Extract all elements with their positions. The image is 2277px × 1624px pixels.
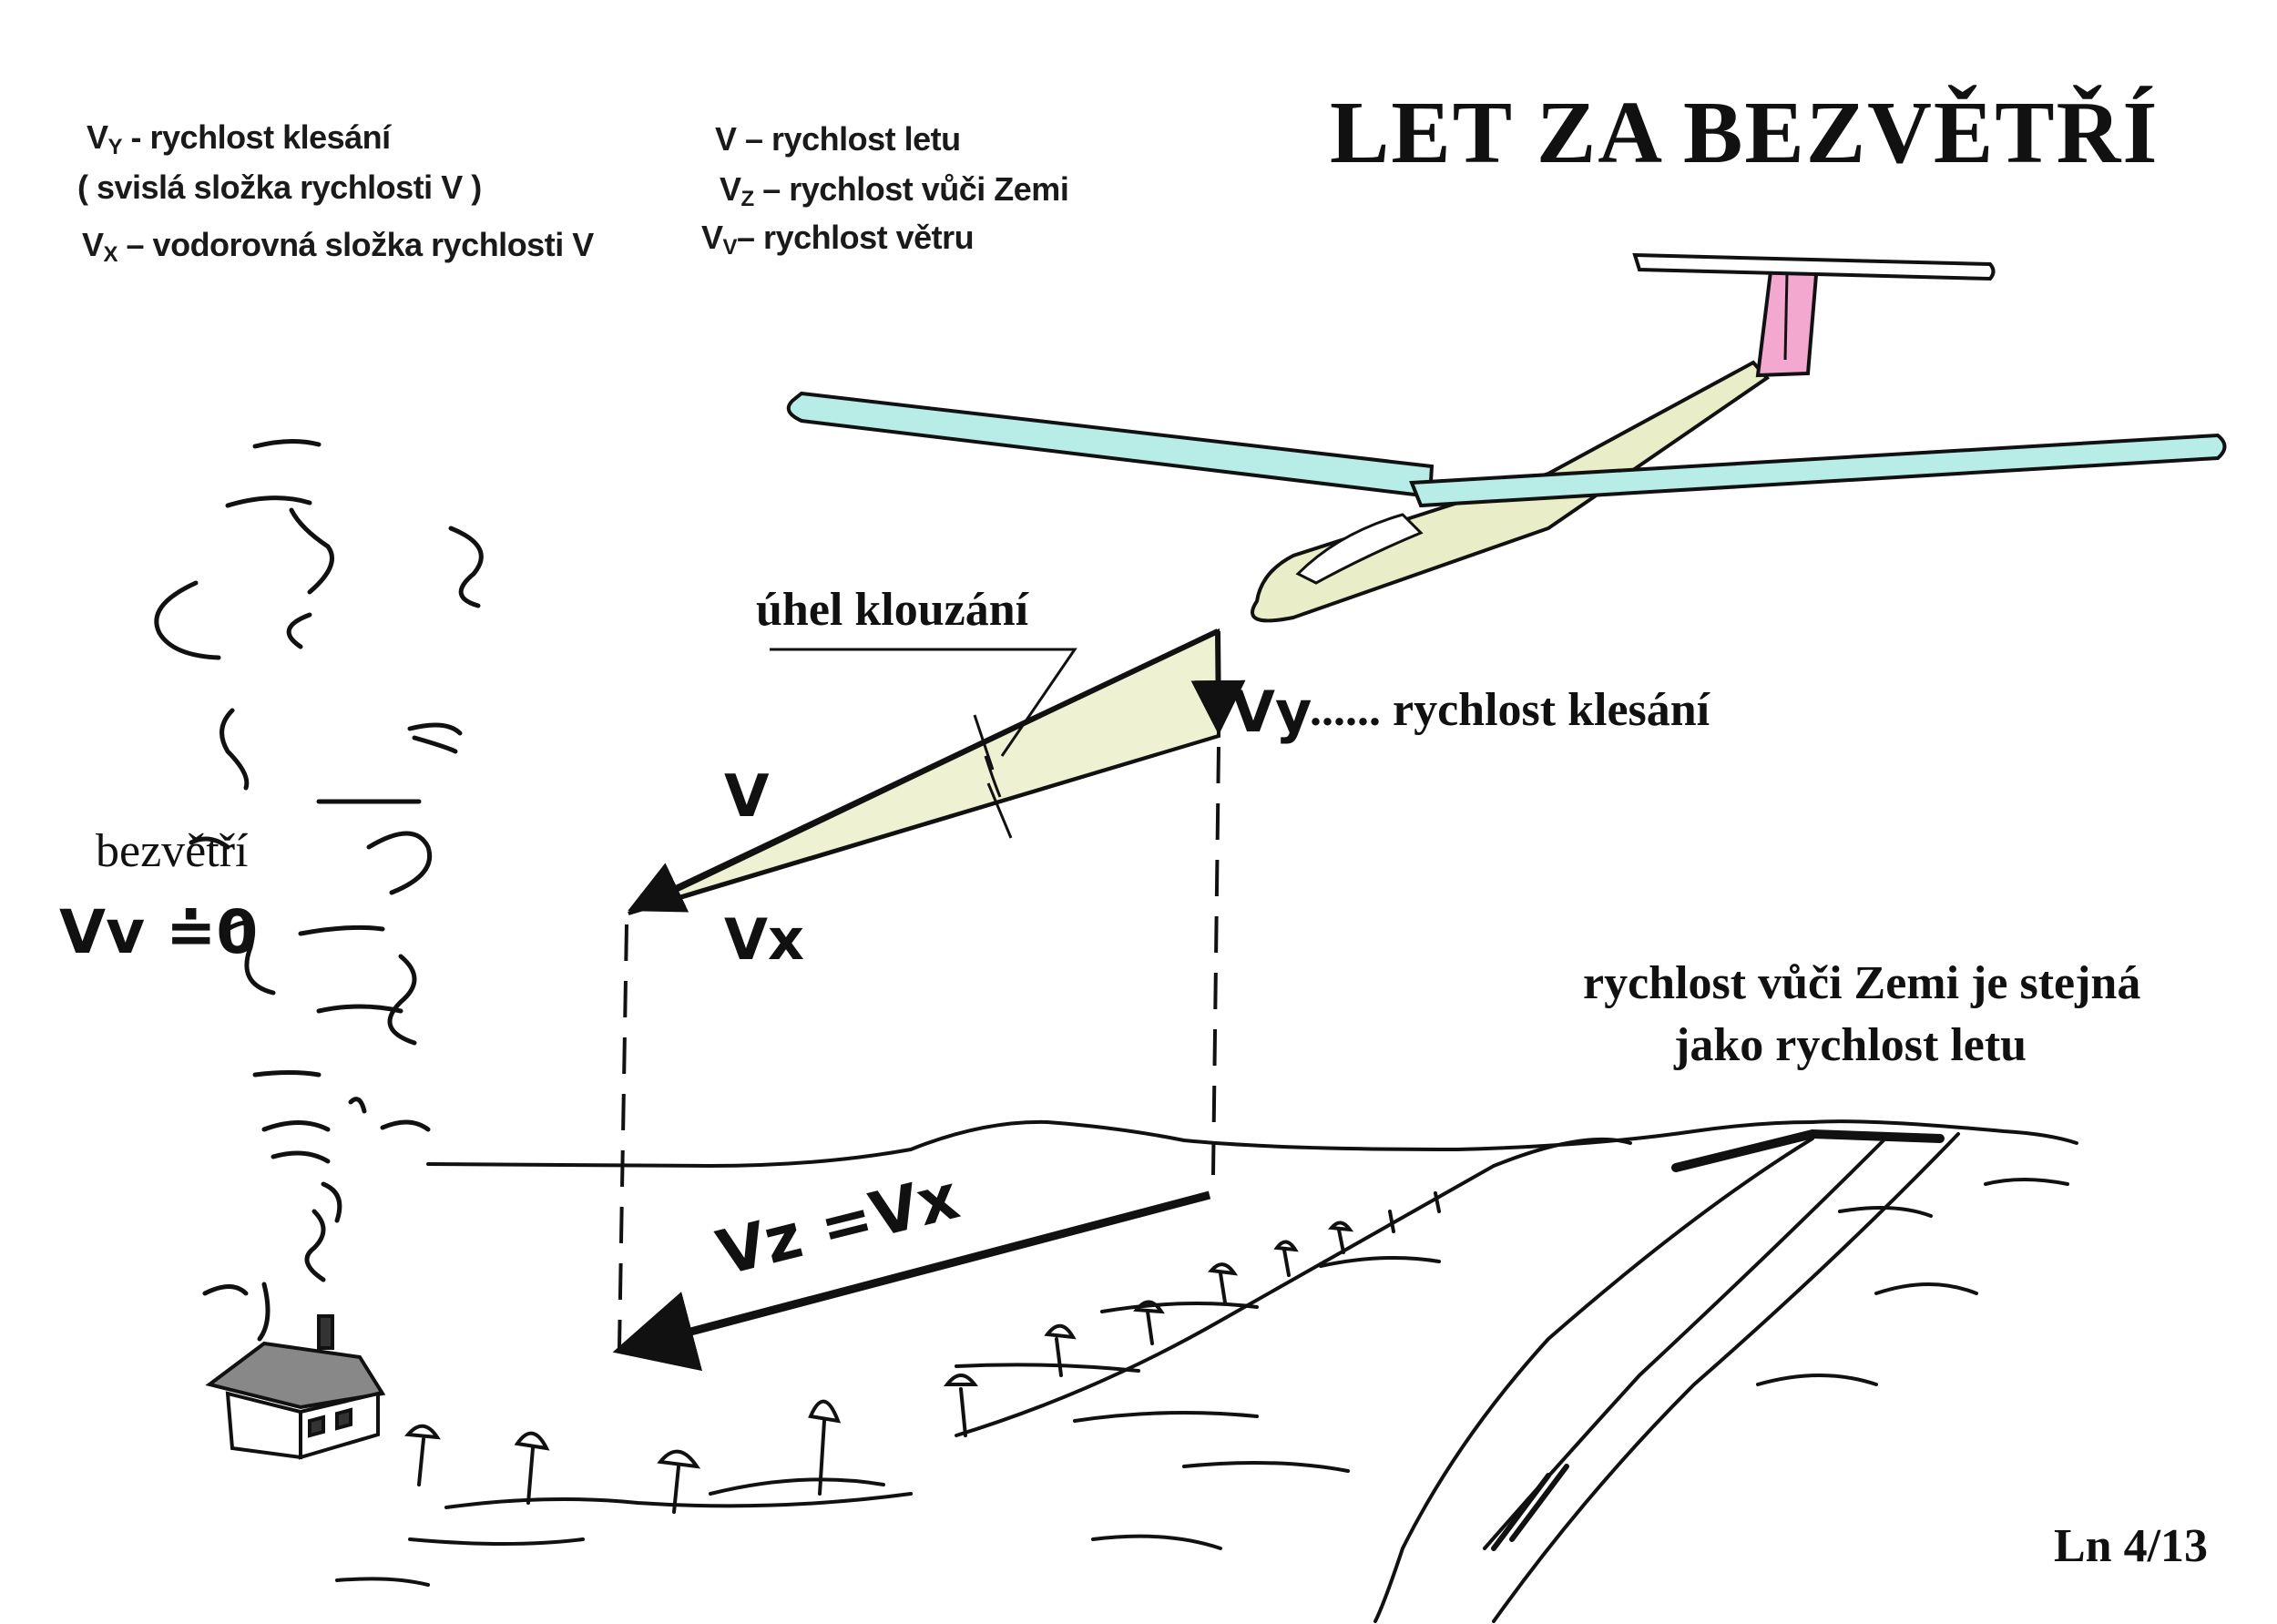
legend-v: V – rychlost letu — [715, 120, 961, 158]
glider-fin-hinge — [1783, 272, 1789, 361]
field-furrow-14 — [335, 1577, 430, 1587]
landscape — [335, 1119, 2078, 1623]
house — [205, 1314, 386, 1460]
vv-zero-label: Vv ≐0 — [59, 897, 259, 967]
angle-arc — [984, 755, 1002, 798]
legend-v-symbol: V — [715, 120, 737, 158]
field-furrow-3 — [709, 1477, 885, 1496]
field-furrow-10 — [1874, 1282, 1978, 1295]
field-furrow-9 — [1838, 1206, 1933, 1218]
field-furrow-4 — [1073, 1411, 1259, 1423]
horizon-line — [426, 1119, 1814, 1169]
legend-vv: VV– rychlost větru — [701, 219, 975, 260]
house-roof — [205, 1341, 386, 1410]
field-furrow-13 — [1091, 1534, 1222, 1550]
vx-vector — [632, 734, 1220, 913]
legend-vv-sub: V — [722, 235, 738, 260]
legend-vy-sub: Y — [107, 135, 123, 159]
page-title: LET ZA BEZVĚTŘÍ — [1330, 84, 2160, 182]
calm-air-smoke — [154, 438, 484, 1342]
angle-leader-line — [770, 648, 1077, 757]
legend-vx-symbol: V — [82, 226, 104, 263]
legend-vz: VZ – rychlost vůči Zemi — [720, 170, 1069, 212]
glider-canopy — [1295, 513, 1424, 585]
projection-left — [618, 924, 628, 1349]
glider — [786, 252, 2227, 623]
vz-vector — [612, 1190, 1211, 1372]
house-window-2 — [335, 1407, 352, 1431]
road-left-edge — [1373, 1137, 1814, 1623]
legend-vy-note: ( svislá složka rychlosti V ) — [77, 169, 482, 207]
legend-vy-text: - rychlost klesání — [122, 118, 392, 156]
road-right-edge — [1492, 1132, 1960, 1623]
glide-angle-label: úhel klouzání — [756, 584, 1029, 636]
ground-speed-note-line2: jako rychlost letu — [1674, 1019, 2027, 1071]
legend-vv-symbol: V — [701, 219, 723, 256]
legend-vv-text: – rychlost větru — [737, 219, 975, 256]
hill-line — [1811, 1119, 2078, 1145]
page-reference: Ln 4/13 — [2054, 1520, 2209, 1572]
vy-description: ...... rychlost klesání — [1310, 684, 1710, 736]
field-furrow-1 — [444, 1492, 913, 1509]
legend-vz-symbol: V — [720, 170, 741, 208]
field-furrow-8 — [1182, 1461, 1350, 1473]
v-symbol-label: V — [724, 763, 770, 831]
vy-symbol-label: Vy — [1231, 679, 1312, 745]
projection-lines — [618, 746, 1220, 1349]
ground-speed-note-line1: rychlost vůči Zemi je stejná — [1583, 957, 2141, 1009]
field-furrow-2 — [408, 1537, 585, 1546]
angle-tick-1 — [973, 714, 995, 771]
calm-label: bezvětří — [96, 825, 249, 877]
legend-vy-note-text: ( svislá složka rychlosti V ) — [77, 169, 482, 206]
legend-vz-sub: Z — [740, 187, 755, 211]
house-window-1 — [308, 1415, 325, 1438]
tree-line — [955, 1137, 1632, 1437]
legend-vx-sub: X — [103, 242, 118, 267]
field-furrow-11 — [1756, 1374, 1878, 1386]
field-furrow-6 — [1319, 1256, 1441, 1268]
glider-left-wing — [786, 391, 1435, 499]
legend-vx: VX – vodorovná složka rychlosti V — [82, 226, 594, 268]
legend-vz-text: – rychlost vůči Zemi — [753, 170, 1069, 208]
legend-vy-symbol: V — [87, 118, 108, 156]
house-chimney — [317, 1314, 334, 1350]
glider-right-wing — [1409, 433, 2227, 508]
vy-vector — [1190, 630, 1246, 735]
legend-vx-text: – vodorovná složka rychlosti V — [117, 226, 595, 263]
field-furrow-5 — [1100, 1302, 1259, 1313]
velocity-triangle — [628, 628, 1246, 915]
legend-vy: VY - rychlost klesání — [87, 118, 391, 160]
projection-right — [1211, 746, 1220, 1176]
field-furrow-12 — [1984, 1178, 2069, 1186]
angle-tick-2 — [986, 782, 1013, 839]
vx-symbol-label: Vx — [724, 906, 804, 973]
v-vector — [628, 628, 1220, 913]
field-furrow-7 — [955, 1363, 1140, 1373]
legend-v-text: – rychlost letu — [736, 120, 961, 158]
glider-tailplane — [1632, 252, 1996, 281]
